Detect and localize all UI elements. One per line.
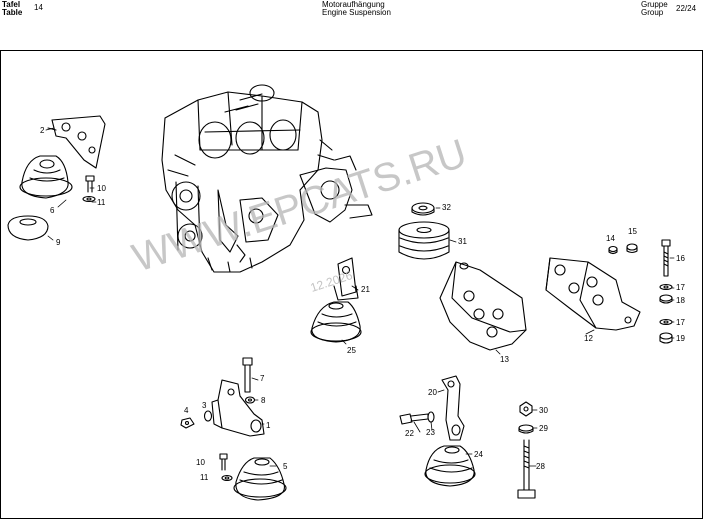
callout-14: 14 <box>606 234 615 243</box>
callout-12: 12 <box>584 334 593 343</box>
callout-4: 4 <box>184 406 189 415</box>
callout-30: 30 <box>539 406 548 415</box>
part-3-washer <box>203 410 213 422</box>
group-number: 22/24 <box>676 4 697 13</box>
callout-17-a: 17 <box>676 283 685 292</box>
watermark-stamp: 12.2026 <box>309 268 355 295</box>
group-label: Group <box>641 8 664 17</box>
part-28-stud-bolt <box>517 439 536 499</box>
part-31-rubber-buffer <box>398 221 450 260</box>
leader-lines <box>45 127 675 467</box>
callout-29: 29 <box>539 424 548 433</box>
diagram-frame <box>0 50 703 519</box>
watermark-text: WWW.EPCATS.RU <box>127 131 472 280</box>
part-29-washer <box>518 424 534 434</box>
callout-20: 20 <box>428 388 437 397</box>
part-32-washer <box>411 202 435 216</box>
part-10-bolt-lower <box>219 453 228 471</box>
table-label: Table <box>2 8 23 17</box>
part-30-nut <box>519 401 533 417</box>
part-19-nut <box>659 332 673 344</box>
callout-11-left: 11 <box>97 198 106 207</box>
callout-22: 22 <box>405 429 414 438</box>
callout-1: 1 <box>266 421 271 430</box>
part-7-bolt <box>242 357 253 393</box>
callout-11-lower: 11 <box>200 473 209 482</box>
callout-23: 23 <box>426 428 435 437</box>
part-11-washer-left <box>82 195 96 203</box>
callout-3: 3 <box>202 401 207 410</box>
part-5-rubber-mount <box>233 457 287 501</box>
part-8-washer <box>244 396 256 404</box>
part-4-nut <box>180 417 195 429</box>
callout-16: 16 <box>676 254 685 263</box>
part-25-rubber-mount <box>310 301 362 343</box>
part-13-carrier-plate <box>439 261 527 351</box>
callout-8: 8 <box>261 396 266 405</box>
part-20-strut <box>441 375 465 441</box>
part-9-cushion <box>7 215 49 241</box>
part-21-bracket <box>333 257 359 301</box>
callout-9: 9 <box>56 238 61 247</box>
part-10-bolt-left <box>85 175 95 193</box>
callout-17-b: 17 <box>676 318 685 327</box>
part-23-washer <box>427 411 435 423</box>
tafel-label: Tafel <box>2 0 21 9</box>
callout-6: 6 <box>50 206 55 215</box>
callout-24: 24 <box>474 450 483 459</box>
gruppe-label: Gruppe <box>641 0 668 9</box>
part-14-washer <box>608 245 618 255</box>
callout-19: 19 <box>676 334 685 343</box>
part-17-washer-b <box>659 318 673 326</box>
part-2-bracket <box>47 115 106 169</box>
part-15-nut <box>626 243 638 254</box>
callout-31: 31 <box>458 237 467 246</box>
callout-28: 28 <box>536 462 545 471</box>
callout-25: 25 <box>347 346 356 355</box>
part-16-bolt <box>661 239 671 277</box>
title-english: Engine Suspension <box>322 8 391 17</box>
table-number: 14 <box>34 3 43 12</box>
part-18-washer <box>659 294 673 304</box>
callout-32: 32 <box>442 203 451 212</box>
callout-15: 15 <box>628 227 637 236</box>
engine-illustration <box>161 84 373 273</box>
callout-2: 2 <box>40 126 45 135</box>
title-german: Motoraufhängung <box>322 0 385 9</box>
callout-5: 5 <box>283 462 288 471</box>
part-6-rubber-mount <box>19 155 73 199</box>
part-11-washer-lower <box>221 474 233 482</box>
callout-7: 7 <box>260 374 265 383</box>
callout-13: 13 <box>500 355 509 364</box>
callout-10-lower: 10 <box>196 458 205 467</box>
part-1-bracket <box>211 379 265 437</box>
callout-10-left: 10 <box>97 184 106 193</box>
callout-21: 21 <box>361 285 370 294</box>
part-12-carrier-plate <box>545 257 641 331</box>
callout-18: 18 <box>676 296 685 305</box>
part-17-washer-a <box>659 283 673 291</box>
part-24-rubber-mount <box>424 445 476 487</box>
